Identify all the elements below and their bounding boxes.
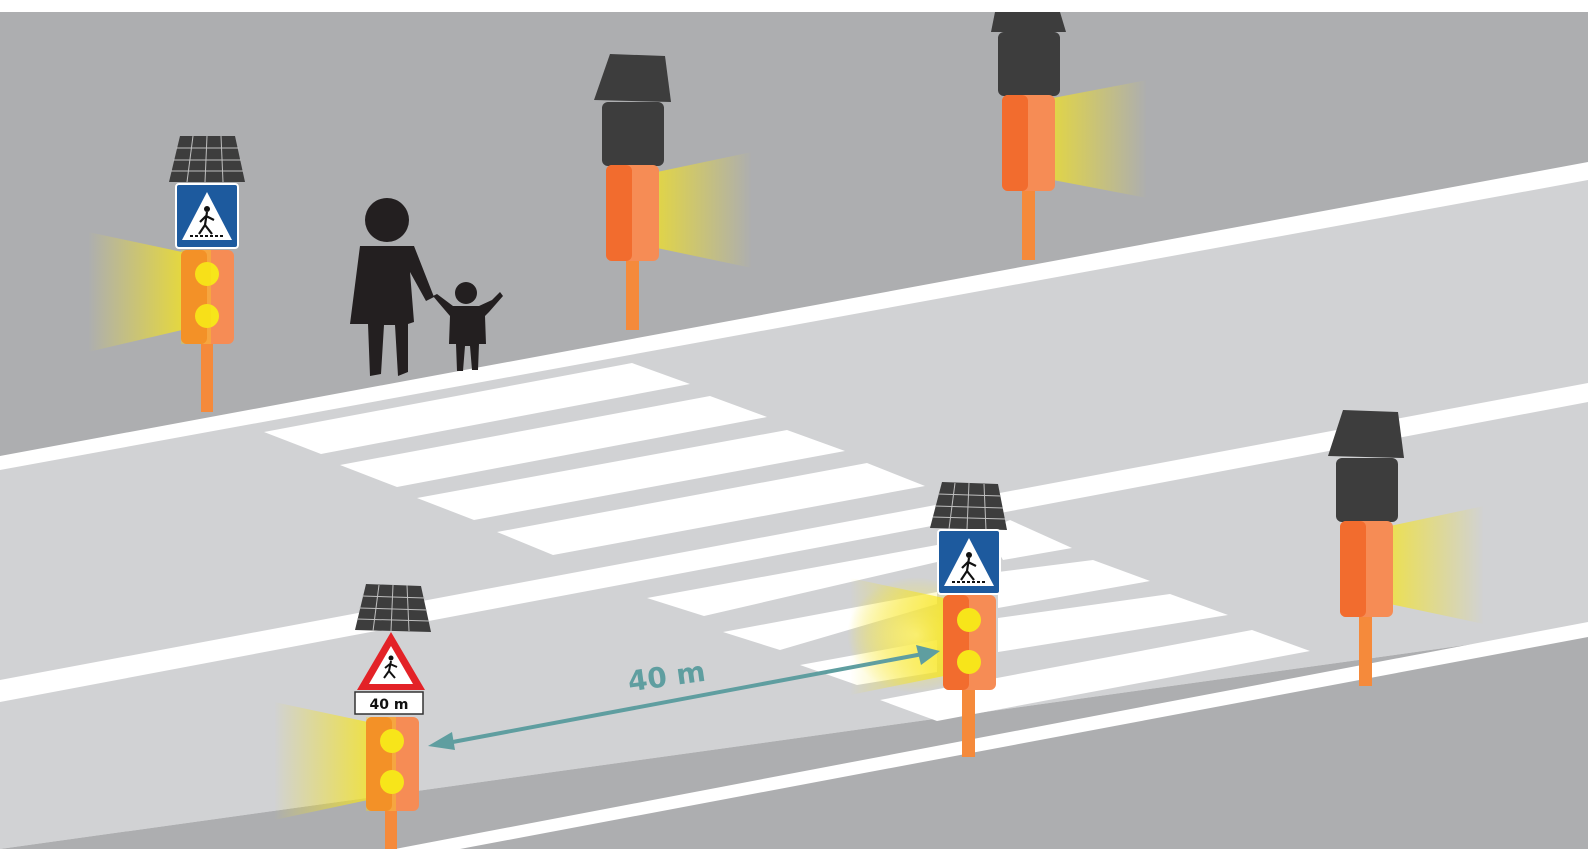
amber-lamp [380, 729, 404, 753]
beacon-head [998, 32, 1060, 96]
amber-lamp [957, 650, 981, 674]
adult-head [365, 198, 409, 242]
light-beam [1053, 80, 1147, 198]
beacon-cap [991, 12, 1066, 32]
beacon-post [962, 685, 975, 757]
light-beam [657, 152, 752, 268]
amber-lamp [957, 608, 981, 632]
beacon-head [1336, 458, 1398, 522]
beacon-post [1359, 612, 1372, 686]
light-beam [274, 702, 368, 820]
light-beam [850, 578, 944, 695]
light-beam [1390, 506, 1484, 624]
beacon-post [1022, 186, 1035, 260]
beacon-post [626, 255, 639, 330]
beacon-head [602, 102, 664, 166]
top-border [0, 0, 1588, 12]
beacon-post [201, 338, 213, 412]
child-head [455, 282, 477, 304]
beacon-post [385, 806, 397, 849]
distance-plate-label: 40 m [370, 697, 409, 713]
amber-lamp [380, 770, 404, 794]
